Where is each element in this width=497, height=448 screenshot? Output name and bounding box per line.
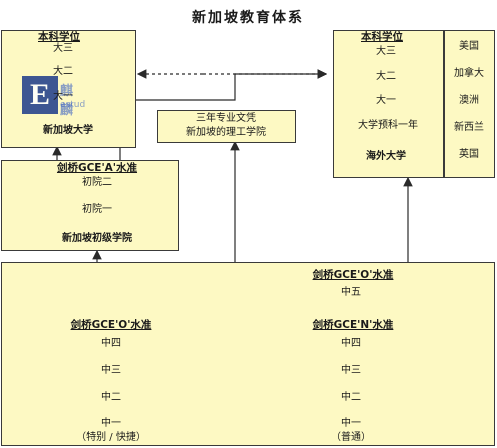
o-level-left-heading: 剑桥GCE'O'水准 bbox=[70, 319, 152, 331]
jc-level-2: 初院二 bbox=[82, 177, 112, 188]
secondary-school-box bbox=[1, 262, 495, 446]
sec5-level: 中五 bbox=[341, 287, 361, 298]
left-stream-label: （特别 / 快捷） bbox=[76, 432, 146, 443]
o-level-top-heading: 剑桥GCE'O'水准 bbox=[312, 269, 394, 281]
sg-uni-footer: 新加坡大学 bbox=[43, 125, 93, 136]
country-uk: 英国 bbox=[459, 149, 479, 160]
jc-level-1: 初院一 bbox=[82, 204, 112, 215]
right-stream-label: （普通） bbox=[331, 432, 371, 443]
country-australia: 澳洲 bbox=[459, 95, 479, 106]
poly-line2: 新加坡的理工学院 bbox=[186, 127, 266, 138]
overseas-level-1: 大一 bbox=[376, 95, 396, 106]
watermark-text-en: estud bbox=[60, 100, 86, 110]
sg-uni-level-3: 大三 bbox=[53, 43, 73, 54]
overseas-foundation: 大学预科一年 bbox=[358, 120, 418, 131]
watermark-text-cn: 麒麟 bbox=[60, 84, 74, 118]
left-sec2: 中二 bbox=[101, 392, 121, 403]
sg-university-box: E 麒麟 estud bbox=[1, 30, 136, 148]
poly-line1: 三年专业文凭 bbox=[196, 113, 256, 124]
jc-heading: 剑桥GCE'A'水准 bbox=[56, 162, 138, 174]
sg-uni-heading: 本科学位 bbox=[38, 31, 80, 43]
overseas-university-box bbox=[333, 30, 495, 178]
overseas-level-3: 大三 bbox=[376, 46, 396, 57]
overseas-heading: 本科学位 bbox=[361, 31, 403, 43]
right-sec4: 中四 bbox=[341, 338, 361, 349]
n-level-right-heading: 剑桥GCE'N'水准 bbox=[312, 319, 394, 331]
country-usa: 美国 bbox=[459, 41, 479, 52]
watermark-letter: E bbox=[22, 76, 58, 114]
jc-footer: 新加坡初级学院 bbox=[62, 233, 132, 244]
country-canada: 加拿大 bbox=[454, 68, 484, 79]
diagram-title: 新加坡教育体系 bbox=[192, 10, 304, 26]
watermark-logo: E 麒麟 estud bbox=[22, 76, 86, 118]
junior-college-box bbox=[1, 160, 179, 251]
country-new-zealand: 新西兰 bbox=[454, 122, 484, 133]
right-sec2: 中二 bbox=[341, 392, 361, 403]
countries-divider bbox=[443, 30, 445, 178]
right-sec1: 中一 bbox=[341, 418, 361, 429]
left-sec3: 中三 bbox=[101, 365, 121, 376]
left-sec4: 中四 bbox=[101, 338, 121, 349]
sg-uni-level-1: 大一 bbox=[53, 91, 73, 102]
overseas-level-2: 大二 bbox=[376, 71, 396, 82]
sg-uni-level-2: 大二 bbox=[53, 66, 73, 77]
right-sec3: 中三 bbox=[341, 365, 361, 376]
polytechnic-box bbox=[157, 110, 296, 143]
left-sec1: 中一 bbox=[101, 418, 121, 429]
overseas-footer: 海外大学 bbox=[366, 151, 406, 162]
